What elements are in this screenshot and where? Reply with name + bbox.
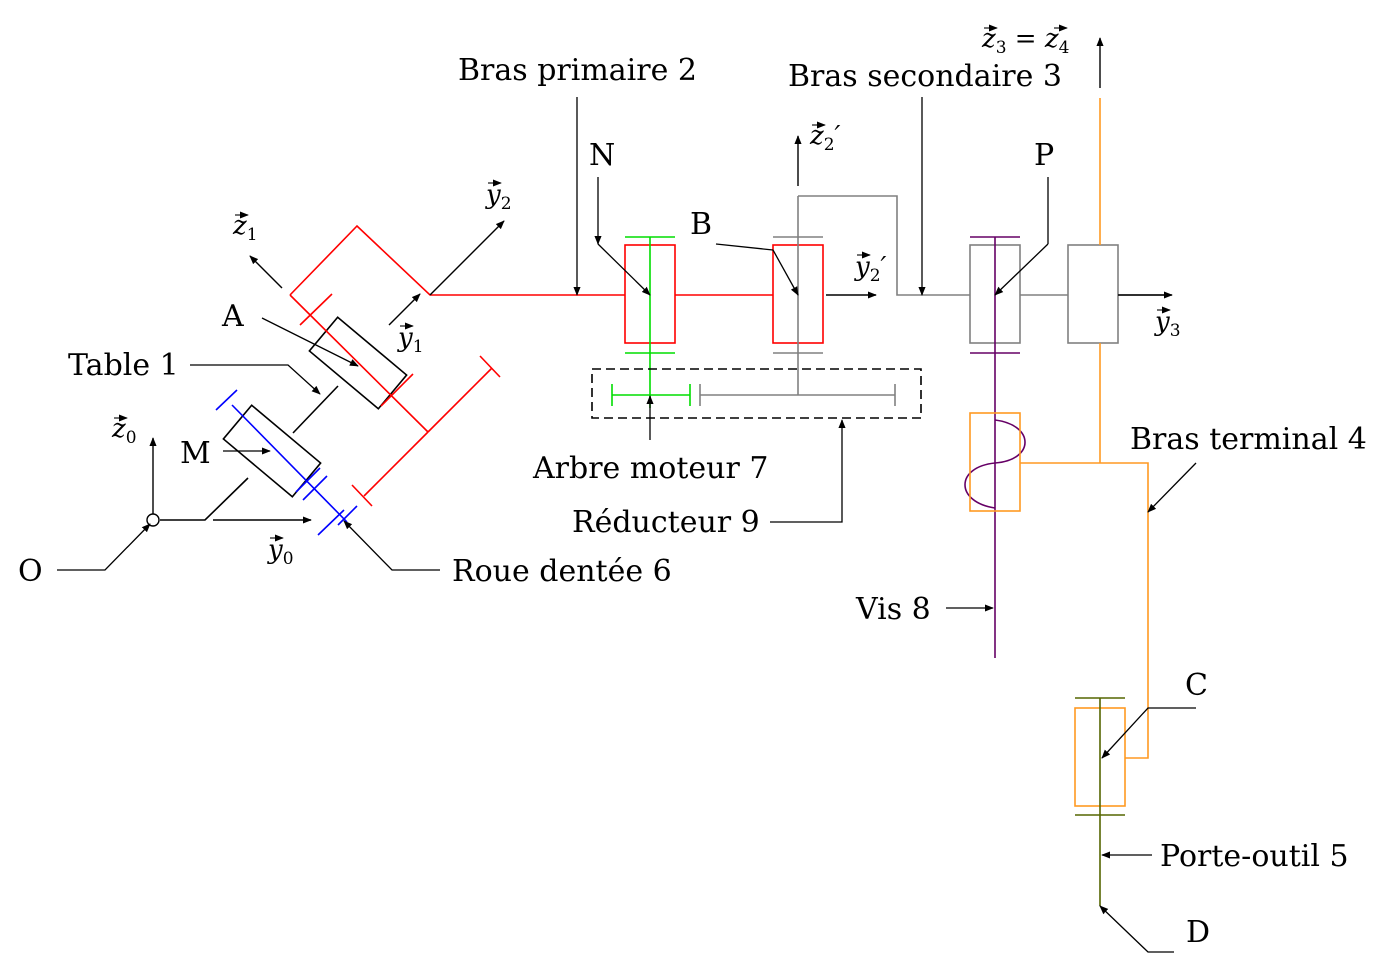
point-label-d: D bbox=[1186, 915, 1210, 950]
label-bras-terminal: Bras terminal 4 bbox=[1130, 422, 1367, 457]
vis-8-part bbox=[964, 236, 1026, 658]
point-label-a: A bbox=[221, 299, 244, 334]
point-label-o: O bbox=[18, 554, 43, 589]
label-reducteur: Réducteur 9 bbox=[572, 505, 760, 540]
label-roue-dentee: Roue dentée 6 bbox=[452, 554, 672, 589]
porte-outil-5-part bbox=[1075, 697, 1125, 906]
vector-label-z0: z0 bbox=[111, 414, 137, 448]
label-bras-primaire: Bras primaire 2 bbox=[458, 53, 697, 88]
reducteur-9-box bbox=[591, 368, 922, 419]
vector-label-y0: y0 bbox=[267, 535, 294, 569]
vector-label-y3: y3 bbox=[1154, 307, 1181, 341]
point-label-n: N bbox=[589, 138, 615, 173]
point-label-m: M bbox=[180, 436, 211, 471]
point-label-p: P bbox=[1034, 138, 1054, 173]
vector-overarrows bbox=[114, 24, 1171, 542]
point-o-marker bbox=[146, 513, 160, 527]
vector-label-y2-prime: y2′ bbox=[854, 252, 887, 286]
vector-label-y2: y2 bbox=[485, 180, 512, 214]
vector-label-z3-equals-z4: z3 = z4 bbox=[981, 24, 1069, 58]
axis-arrows bbox=[149, 37, 1173, 524]
vector-label-z1: z1 bbox=[232, 211, 258, 245]
label-arbre-moteur: Arbre moteur 7 bbox=[532, 451, 768, 486]
point-label-c: C bbox=[1185, 668, 1208, 703]
vector-label-z2-prime: z2′ bbox=[809, 121, 841, 155]
label-vis: Vis 8 bbox=[855, 592, 931, 627]
leader-lines bbox=[57, 97, 1197, 953]
label-bras-secondaire: Bras secondaire 3 bbox=[788, 59, 1062, 94]
arbre-moteur-7-part bbox=[611, 236, 691, 408]
vector-label-y1: y1 bbox=[397, 323, 424, 357]
label-table: Table 1 bbox=[68, 348, 179, 383]
point-label-b: B bbox=[690, 207, 712, 242]
bras-terminal-4-part bbox=[969, 98, 1149, 807]
label-porte-outil: Porte-outil 5 bbox=[1160, 839, 1349, 874]
roue-dentee-6-part bbox=[215, 389, 358, 536]
